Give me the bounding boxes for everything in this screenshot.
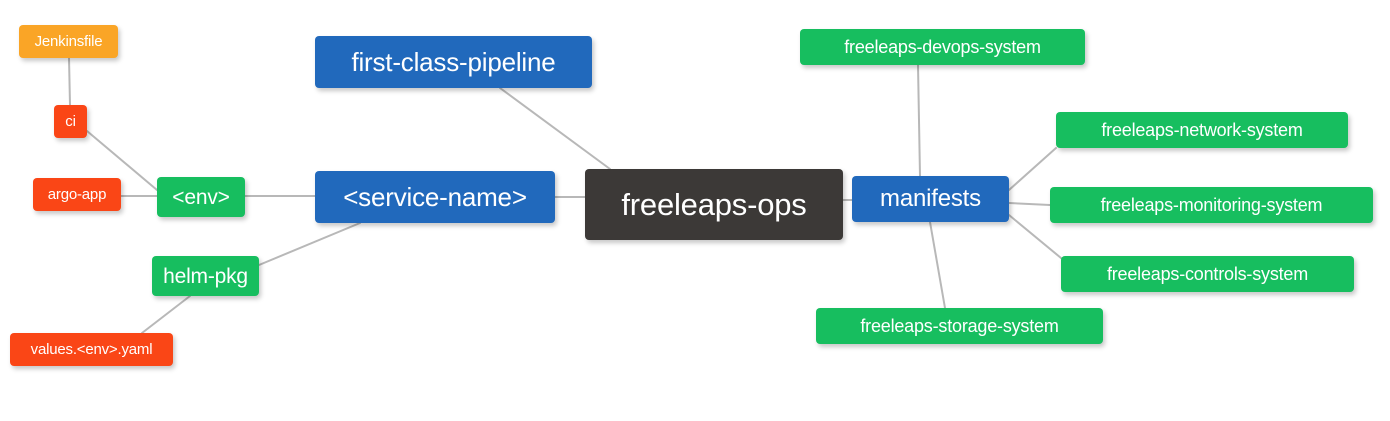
mindmap-node-jenkinsfile[interactable]: Jenkinsfile (19, 25, 118, 58)
mindmap-node-argo-app[interactable]: argo-app (33, 178, 121, 211)
mindmap-edge (86, 130, 158, 191)
mindmap-node-first-class-pipeline[interactable]: first-class-pipeline (315, 36, 592, 88)
mindmap-edge (499, 87, 611, 170)
mindmap-edge (68, 57, 71, 106)
mindmap-node-network-system[interactable]: freeleaps-network-system (1056, 112, 1348, 148)
mindmap-node-values-env-yaml[interactable]: values.<env>.yaml (10, 333, 173, 366)
mindmap-node-controls-system[interactable]: freeleaps-controls-system (1061, 256, 1354, 292)
mindmap-edge (141, 295, 191, 334)
mindmap-node-env[interactable]: <env> (157, 177, 245, 217)
mindmap-node-helm-pkg[interactable]: helm-pkg (152, 256, 259, 296)
mindmap-node-ci[interactable]: ci (54, 105, 87, 138)
mindmap-edge (258, 222, 361, 266)
mindmap-node-freeleaps-ops[interactable]: freeleaps-ops (585, 169, 843, 240)
mindmap-node-devops-system[interactable]: freeleaps-devops-system (800, 29, 1085, 65)
mindmap-edge (917, 64, 921, 177)
mindmap-node-manifests[interactable]: manifests (852, 176, 1009, 222)
mindmap-edge (929, 221, 946, 309)
mindmap-node-service-name[interactable]: <service-name> (315, 171, 555, 223)
mindmap-edge (1008, 214, 1062, 259)
mindmap-node-storage-system[interactable]: freeleaps-storage-system (816, 308, 1103, 344)
mindmap-edge (1008, 202, 1051, 206)
mindmap-edge (1008, 147, 1057, 191)
mindmap-node-monitoring-system[interactable]: freeleaps-monitoring-system (1050, 187, 1373, 223)
